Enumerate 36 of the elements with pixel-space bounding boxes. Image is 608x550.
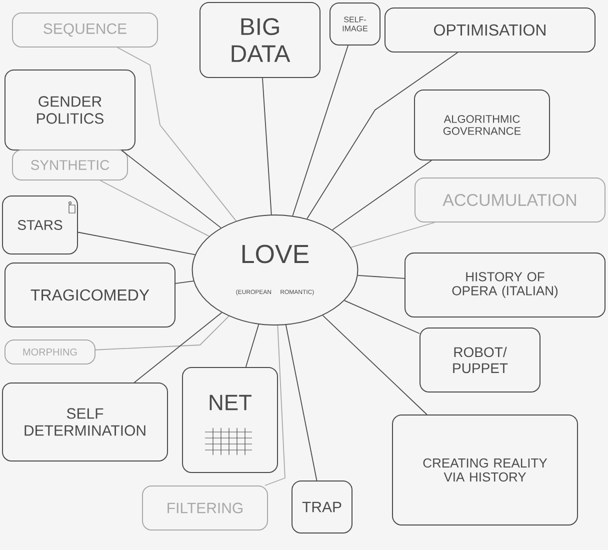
topic-box: SELF DETERMINATION [2, 382, 168, 462]
connector-line [100, 180, 210, 237]
connector-line [292, 45, 348, 216]
topic-box: OPTIMISATION [384, 8, 596, 52]
connector-line [285, 324, 318, 481]
topic-box: ROBOT/ PUPPET [420, 328, 540, 392]
connector-line [245, 324, 260, 368]
topic-box: ALGORITHMIC GOVERNANCE [414, 90, 550, 160]
topic-box: SELF-IMAGE [330, 2, 380, 46]
topic-box: CREATING REALITY VIA HISTORY [392, 414, 578, 526]
topic-box: ACCUMULATION [414, 178, 606, 222]
connector-line [134, 312, 222, 383]
topic-box: GENDER POLITICS [4, 70, 136, 150]
topic-box: MORPHING [4, 340, 96, 364]
topic-box: FILTERING [142, 486, 268, 530]
connector-line [95, 316, 230, 350]
connector-line [344, 300, 420, 334]
topic-box: NET [182, 367, 278, 473]
topic-box: HISTORY OF OPERA (ITALIAN) [404, 252, 606, 318]
connector-line [262, 78, 272, 215]
connector-line [117, 47, 237, 222]
connector-line [264, 325, 286, 486]
connector-line [332, 160, 432, 230]
connector-line [175, 280, 194, 284]
topic-box: TRAP [292, 480, 352, 534]
connector-line [78, 232, 196, 256]
connector-line [322, 315, 428, 415]
connector-line [357, 274, 405, 279]
connector-line [121, 150, 222, 228]
topic-box: SYNTHETIC [12, 150, 128, 180]
topic-box: STARS [2, 196, 78, 254]
topic-box: SEQUENCE [12, 12, 158, 48]
connector-line [350, 222, 435, 248]
connector-line [306, 52, 458, 220]
topic-box: BIG DATA [200, 2, 320, 78]
topic-box: TRAGICOMEDY [4, 262, 176, 328]
